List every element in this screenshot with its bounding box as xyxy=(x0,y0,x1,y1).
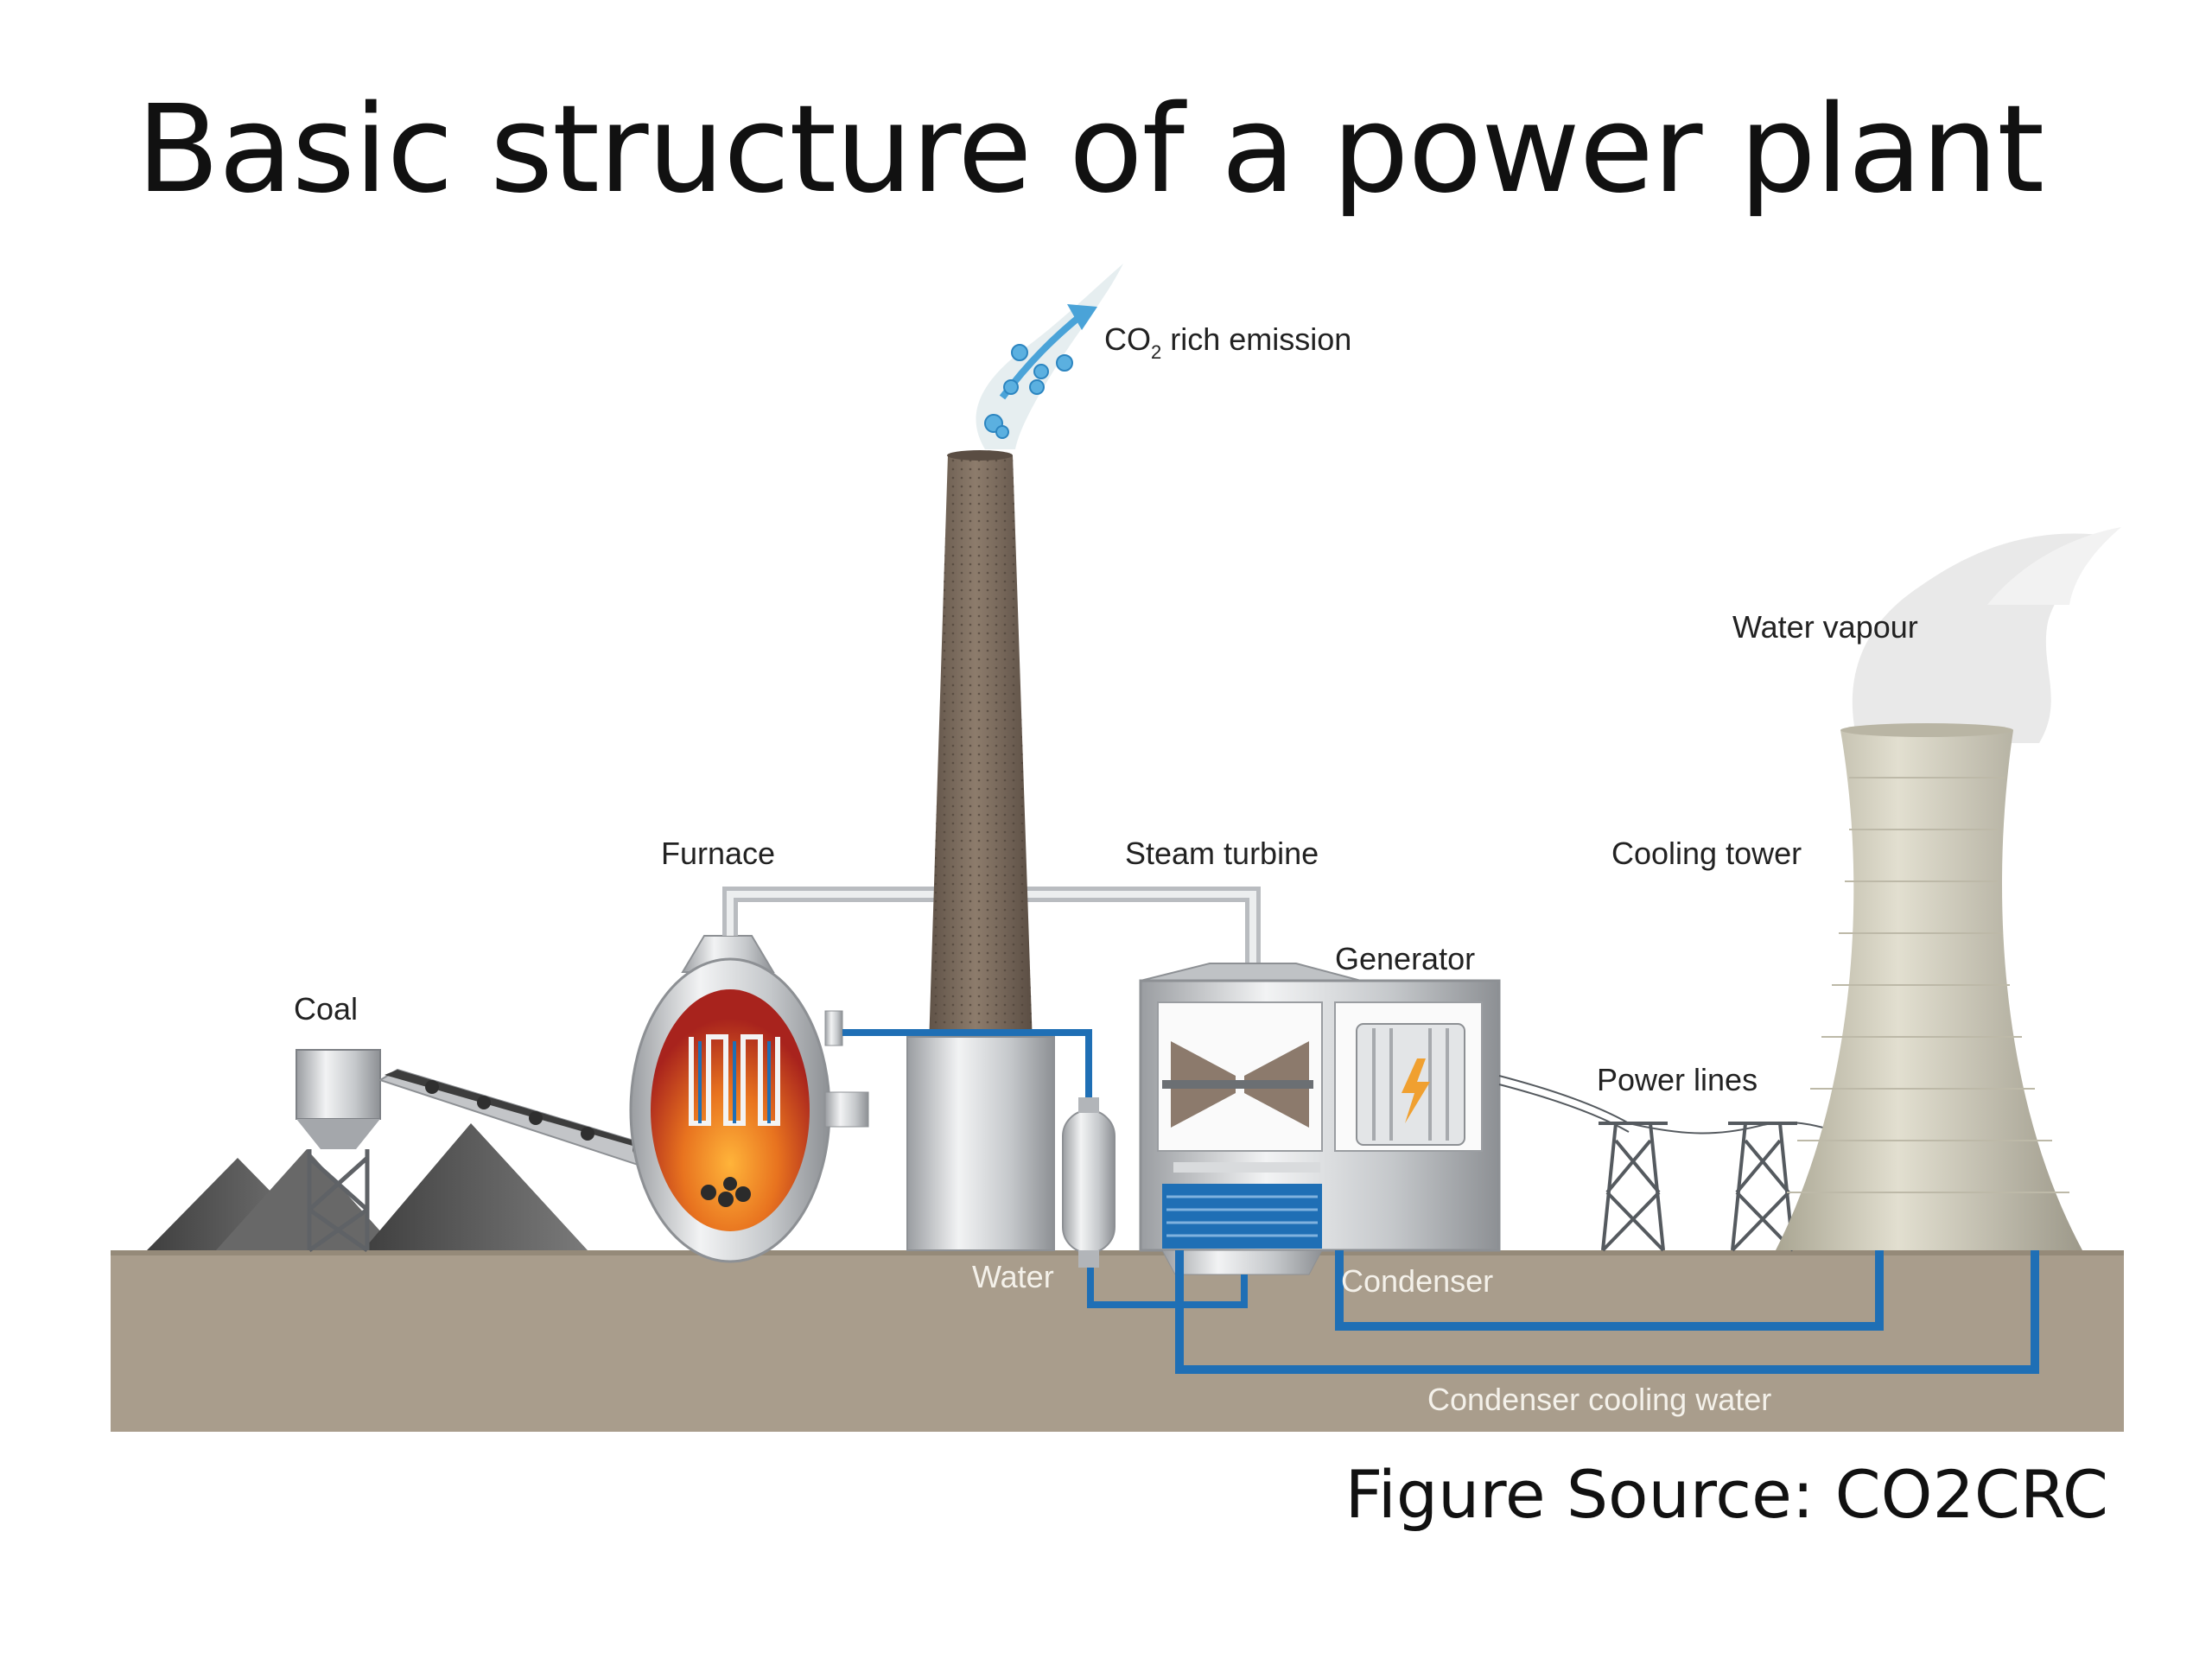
cooling-tower-label: Cooling tower xyxy=(1611,836,1802,871)
condenser-cooling-water-label: Condenser cooling water xyxy=(1427,1382,1771,1417)
condenser xyxy=(1162,1184,1322,1249)
water-vapour-label: Water vapour xyxy=(1732,609,1918,645)
cooling-water-loop-inner xyxy=(1335,1250,1884,1331)
coal-piles xyxy=(147,1123,588,1250)
furnace xyxy=(629,935,869,1263)
turbine-hall xyxy=(1139,963,1501,1275)
generator xyxy=(1356,1023,1465,1146)
power-lines xyxy=(1498,1075,1824,1252)
water-label: Water xyxy=(972,1259,1054,1294)
figure-source: Figure Source: CO2CRC xyxy=(1344,1456,2108,1533)
generator-label: Generator xyxy=(1335,941,1475,976)
power-lines-label: Power lines xyxy=(1597,1062,1758,1097)
coal-conveyor xyxy=(378,1068,693,1181)
coal-label: Coal xyxy=(294,991,358,1027)
coal-hopper xyxy=(296,1049,381,1253)
condensate-pipe xyxy=(1087,1268,1248,1308)
cooling-water-loop-outer xyxy=(1175,1250,2039,1374)
furnace-label: Furnace xyxy=(661,836,775,871)
co2-droplets xyxy=(984,344,1073,439)
condenser-label: Condenser xyxy=(1341,1263,1493,1299)
co2-emission-label: CO2 rich emission xyxy=(1104,321,1351,363)
cooling-tower xyxy=(1776,723,2082,1250)
ground xyxy=(111,1250,2124,1432)
lightning-icon xyxy=(1402,1058,1430,1123)
slide-title: Basic structure of a power plant xyxy=(137,79,2044,220)
chimney xyxy=(906,450,1055,1251)
steam-turbine-label: Steam turbine xyxy=(1125,836,1319,871)
steam-turbine xyxy=(1162,1041,1313,1128)
feed-water-pipe xyxy=(842,1029,1092,1110)
water-tank xyxy=(1062,1097,1116,1268)
